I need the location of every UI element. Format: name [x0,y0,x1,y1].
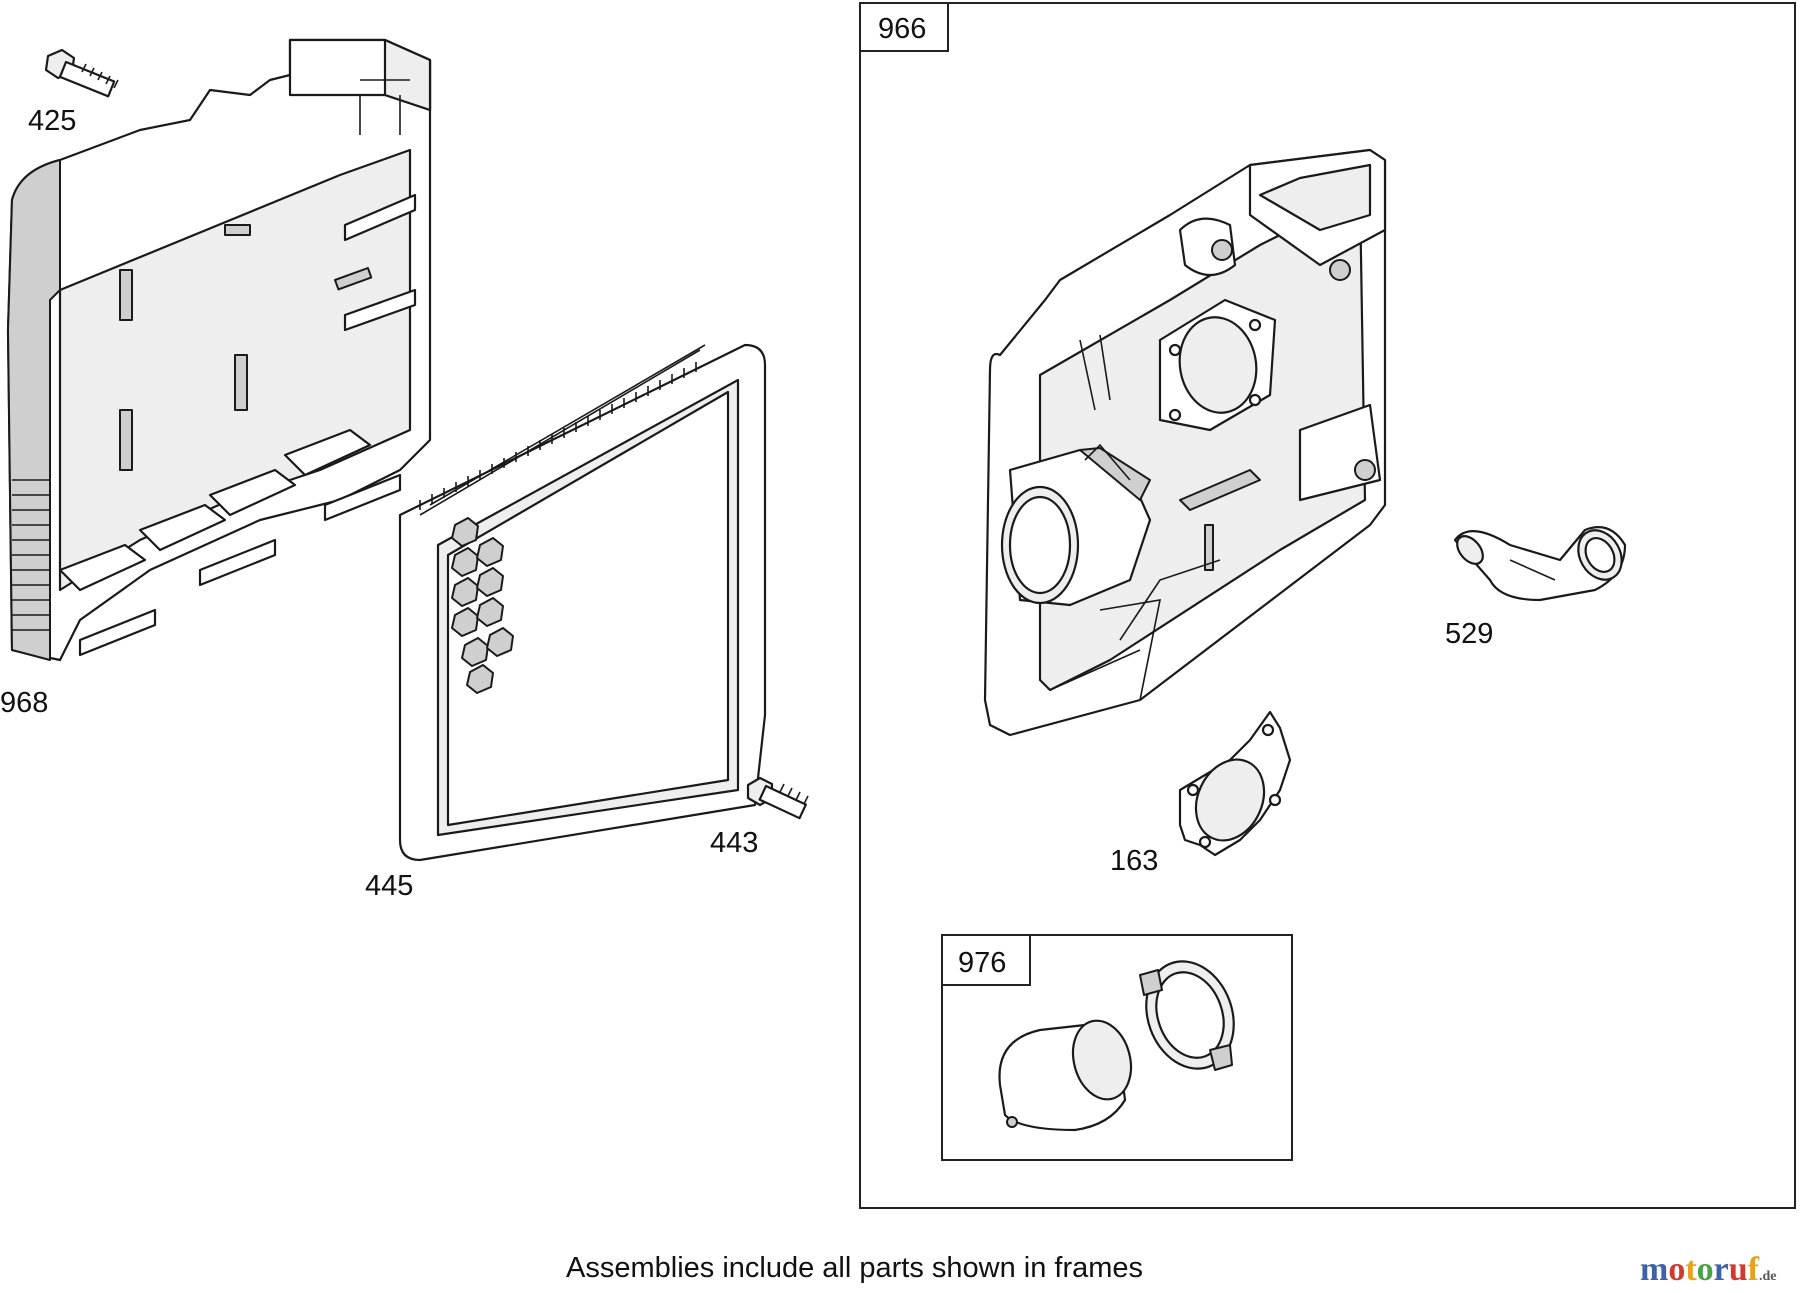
part-number-425: 425 [28,105,76,137]
logo-letter-t: t [1685,1251,1697,1288]
part-number-443: 443 [710,827,758,859]
part-number-163: 163 [1110,845,1158,877]
assembly-tag-976-box [941,934,1031,986]
bolt-443-drawing [746,776,809,820]
assembly-frame-976 [941,934,1293,1161]
logo-letter-o2: o [1697,1251,1714,1288]
gasket-163-drawing [1178,710,1292,857]
breather-tube-529-drawing [1453,526,1627,602]
part-number-529: 529 [1445,618,1493,650]
logo-suffix: .de [1759,1269,1777,1284]
part-number-966: 966 [878,13,926,45]
motoruf-logo: motoruf.de [1640,1251,1777,1288]
svg-text:motoruf.de: motoruf.de [1640,1251,1777,1288]
part-number-445: 445 [365,870,413,902]
logo-letter-f: f [1748,1251,1760,1288]
logo-letter-m: m [1640,1251,1668,1288]
part-number-968: 968 [0,687,48,719]
assembly-frame-966 [859,2,1796,1209]
air-cleaner-base-968-drawing [6,38,432,662]
assembly-tag-966-box [859,2,949,52]
air-cleaner-base-966-drawing [983,148,1387,737]
air-filter-445-drawing [398,343,767,862]
logo-letter-r: r [1714,1251,1729,1288]
part-number-976: 976 [958,947,1006,979]
bolt-425-drawing [44,48,119,98]
logo-letter-o1: o [1668,1251,1685,1288]
pre-cleaner-976-drawing [998,960,1235,1132]
footer-note: Assemblies include all parts shown in fr… [566,1252,1143,1284]
logo-letter-u: u [1729,1251,1748,1288]
